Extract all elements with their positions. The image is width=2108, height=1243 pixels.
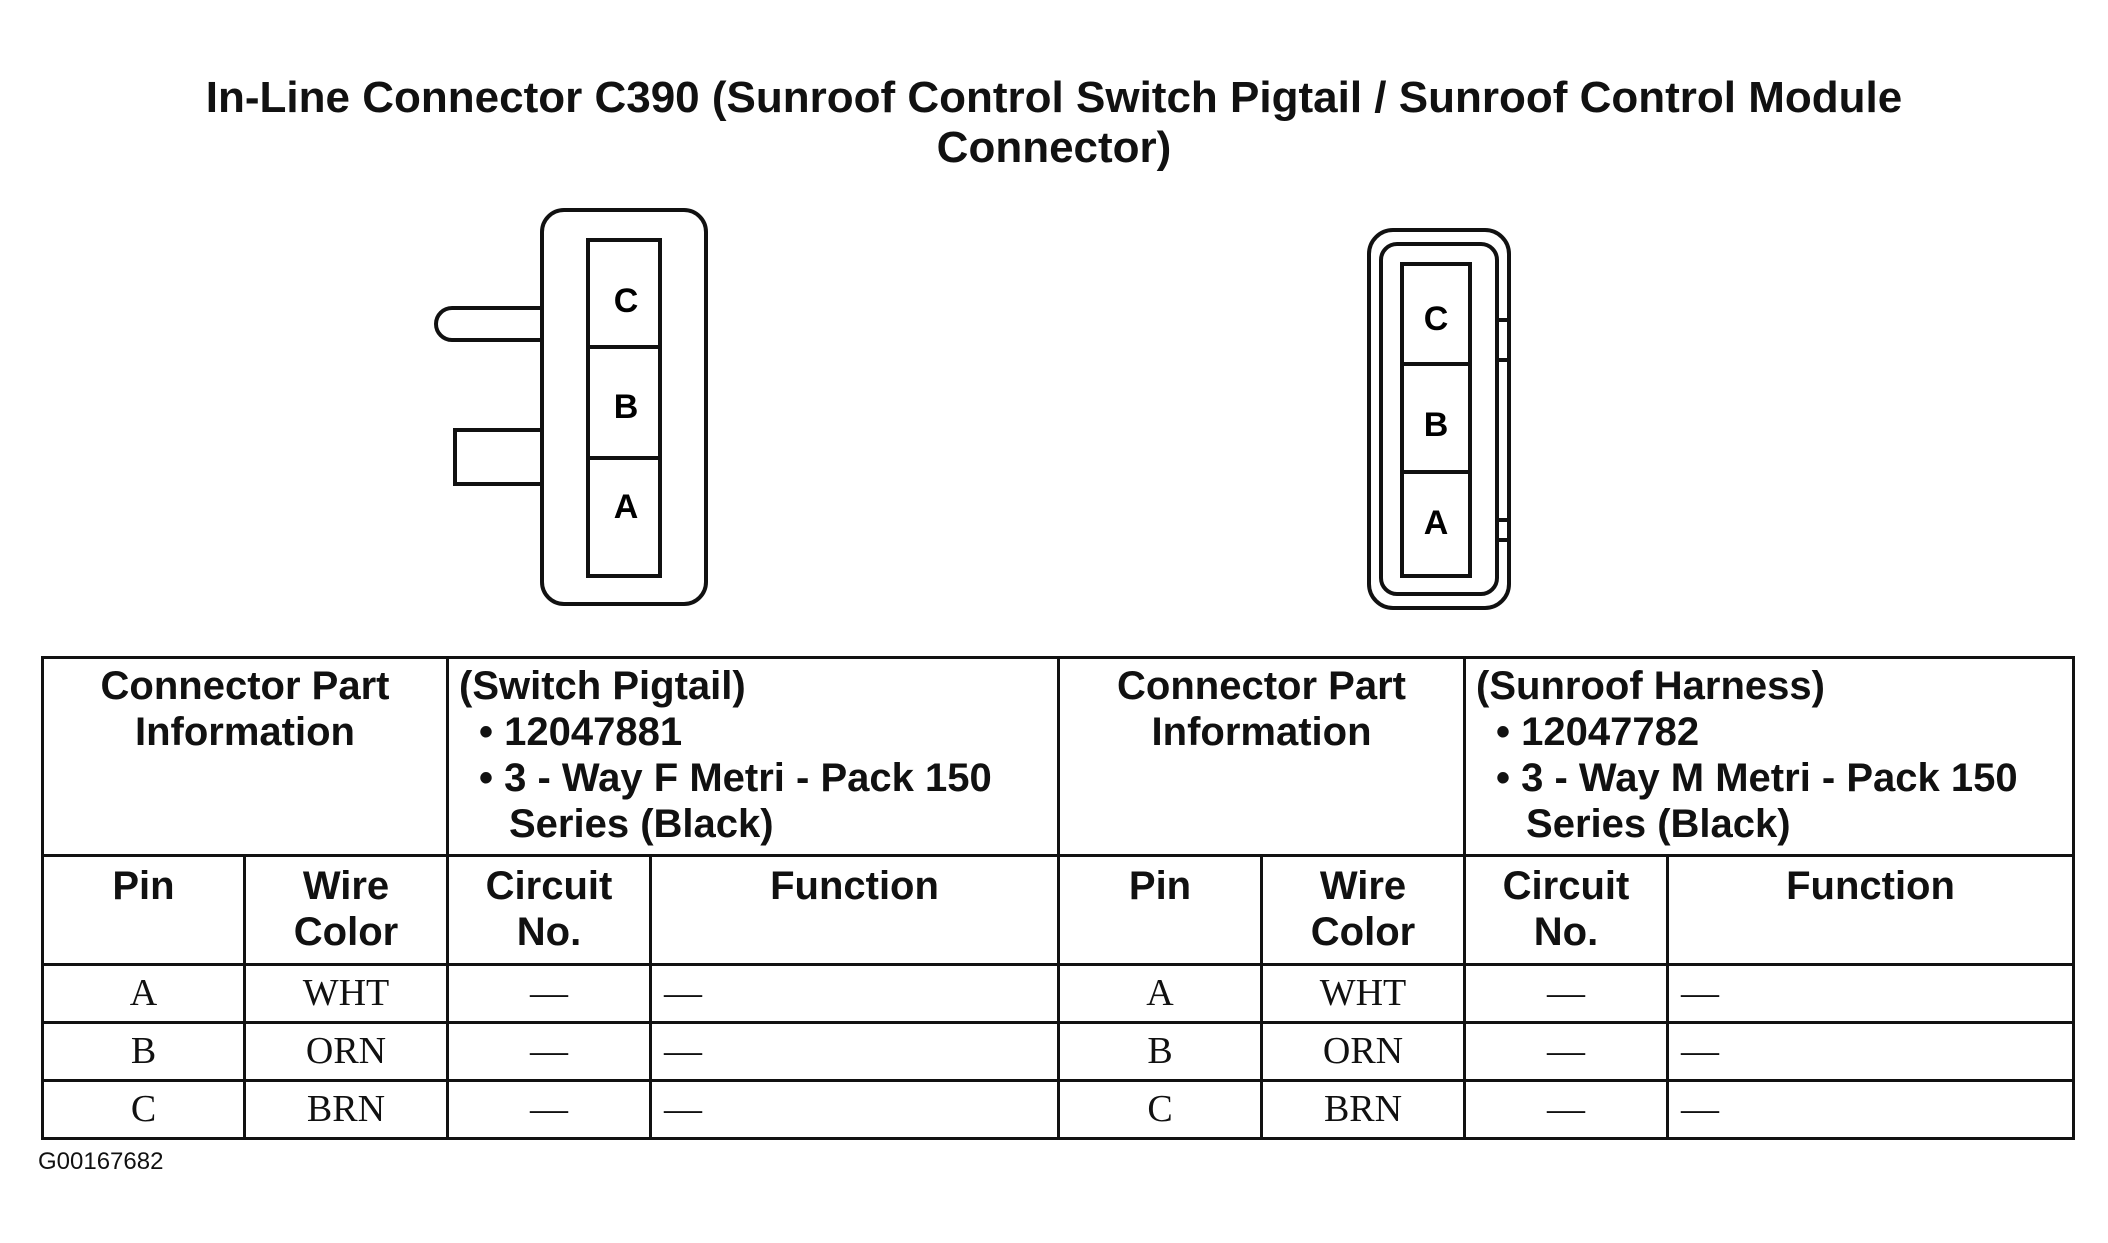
wire-color-cell: BRN: [1260, 1078, 1467, 1141]
connector-diagram: C B A C B A: [434, 208, 1511, 610]
left-part-info-label-line-1: Connector Part: [100, 664, 390, 708]
right-part-info-label: Connector Part Information: [1057, 655, 1467, 858]
function-cell: —: [648, 1020, 1061, 1082]
function-cell: —: [1666, 1078, 2076, 1141]
connector-info-table: Connector Part Information (Switch Pigta…: [41, 655, 2076, 1141]
right-part-type: • 3 - Way M Metri - Pack 150 Series (Bla…: [1496, 756, 2018, 846]
circuit-cell: —: [1463, 1020, 1670, 1082]
left-part-number: • 12047881: [479, 710, 683, 754]
figure-id: G00167682: [38, 1148, 164, 1175]
right-part-info-label-line-2: Information: [1151, 710, 1372, 754]
left-cavity-block: [586, 238, 662, 578]
right-connector: [1367, 228, 1511, 610]
diagram-title-line-1: In-Line Connector C390 (Sunroof Control …: [205, 73, 1903, 122]
col-header-pin: Pin: [41, 854, 246, 966]
left-connector-latch: [434, 306, 542, 342]
right-cavity-block: [1400, 262, 1472, 578]
left-connector-housing: [540, 208, 708, 606]
wire-color-cell: WHT: [1260, 962, 1467, 1024]
right-cavity-c-label: C: [1424, 300, 1449, 338]
right-cavity-b-label: B: [1424, 406, 1449, 444]
right-connector-inner-housing: [1379, 242, 1499, 596]
left-part-info-label-line-2: Information: [135, 710, 355, 754]
right-part-heading: (Sunroof Harness): [1476, 664, 1825, 708]
table-row: B ORN — — B ORN — —: [41, 1020, 2076, 1082]
left-cavity-b-label: B: [614, 388, 639, 426]
left-part-description: (Switch Pigtail) • 12047881 • 3 - Way F …: [445, 655, 1061, 858]
function-cell: —: [648, 962, 1061, 1024]
left-cavity-a-label: A: [614, 488, 639, 526]
left-part-info-label: Connector Part Information: [41, 655, 449, 858]
circuit-cell: —: [446, 1020, 652, 1082]
circuit-cell: —: [1463, 962, 1670, 1024]
right-connector-outer-housing: [1367, 228, 1511, 610]
right-part-description: (Sunroof Harness) • 12047782 • 3 - Way M…: [1463, 655, 2076, 858]
left-part-heading: (Switch Pigtail): [459, 664, 746, 708]
circuit-cell: —: [1463, 1078, 1670, 1141]
wire-color-cell: ORN: [243, 1020, 449, 1082]
pin-cell: A: [41, 962, 246, 1024]
function-cell: —: [1666, 962, 2076, 1024]
table-row: A WHT — — A WHT — —: [41, 962, 2076, 1024]
left-connector-lock-tab: [453, 428, 542, 486]
circuit-cell: —: [446, 962, 652, 1024]
circuit-cell: —: [446, 1078, 652, 1141]
pin-cell: A: [1057, 962, 1264, 1024]
pin-cell: C: [41, 1078, 246, 1141]
right-part-info-label-line-1: Connector Part: [1117, 664, 1406, 708]
function-cell: —: [1666, 1020, 2076, 1082]
wire-color-cell: WHT: [243, 962, 449, 1024]
col-header-function: Function: [648, 854, 1061, 966]
pin-cell: C: [1057, 1078, 1264, 1141]
table-row: C BRN — — C BRN — —: [41, 1078, 2076, 1141]
right-part-number: • 12047782: [1496, 710, 1700, 754]
col-header-function: Function: [1666, 854, 2076, 966]
pin-cell: B: [1057, 1020, 1264, 1082]
wire-color-cell: BRN: [243, 1078, 449, 1141]
pin-cell: B: [41, 1020, 246, 1082]
part-info-row: Connector Part Information (Switch Pigta…: [41, 655, 2076, 858]
wire-color-cell: ORN: [1260, 1020, 1467, 1082]
function-cell: —: [648, 1078, 1061, 1141]
left-connector: [434, 208, 708, 606]
col-header-pin: Pin: [1057, 854, 1264, 966]
diagram-title-line-2: Connector): [936, 123, 1172, 172]
right-cavity-a-label: A: [1424, 504, 1449, 542]
left-cavity-c-label: C: [614, 282, 639, 320]
left-part-type: • 3 - Way F Metri - Pack 150 Series (Bla…: [479, 756, 992, 846]
